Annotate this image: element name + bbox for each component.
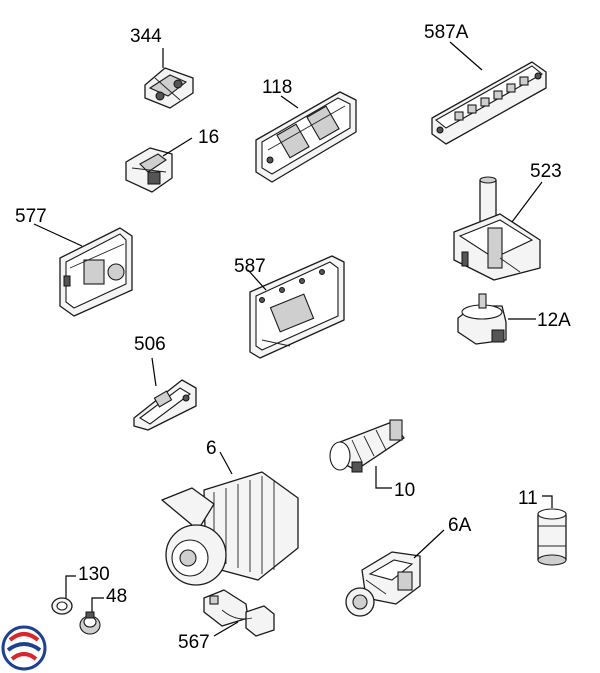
label-130: 130 [78,564,110,585]
part-344 [144,67,194,109]
part-6A [345,551,421,617]
leader-118 [280,95,299,109]
part-6 [161,471,299,586]
part-10 [329,419,405,473]
part-130 [51,597,73,615]
leader-16 [162,137,193,157]
part-48 [79,611,101,635]
label-48: 48 [106,586,127,607]
label-506: 506 [134,334,166,355]
part-577 [59,227,133,317]
part-11 [537,508,567,566]
label-11: 11 [518,488,538,509]
part-567 [203,589,275,637]
label-577: 577 [15,206,47,227]
label-523: 523 [530,161,562,182]
label-10: 10 [394,480,415,501]
part-506 [133,379,197,431]
label-587: 587 [234,256,266,277]
leader-567 [213,621,239,637]
label-6A: 6A [448,515,472,536]
part-16 [125,147,173,193]
part-587 [249,255,345,359]
part-523 [453,176,541,281]
leader-6 [219,451,233,475]
brand-logo [1,625,47,671]
leader-11 [542,495,553,508]
leader-506 [151,357,157,387]
leader-10 [375,466,392,489]
leader-48 [91,597,104,612]
leader-577 [33,223,83,247]
part-118 [255,91,357,183]
leader-587 [247,269,267,291]
leader-6A [413,529,445,559]
leader-523 [511,181,543,223]
label-587A: 587A [424,22,469,43]
label-567: 567 [178,632,210,653]
part-12A [457,293,507,345]
part-587A [431,61,547,145]
leader-130 [65,575,76,598]
label-344: 344 [130,26,162,47]
label-6: 6 [206,438,217,459]
leader-587A [449,41,483,71]
label-12A: 12A [537,310,571,331]
label-118: 118 [262,77,292,98]
label-16: 16 [198,127,219,148]
